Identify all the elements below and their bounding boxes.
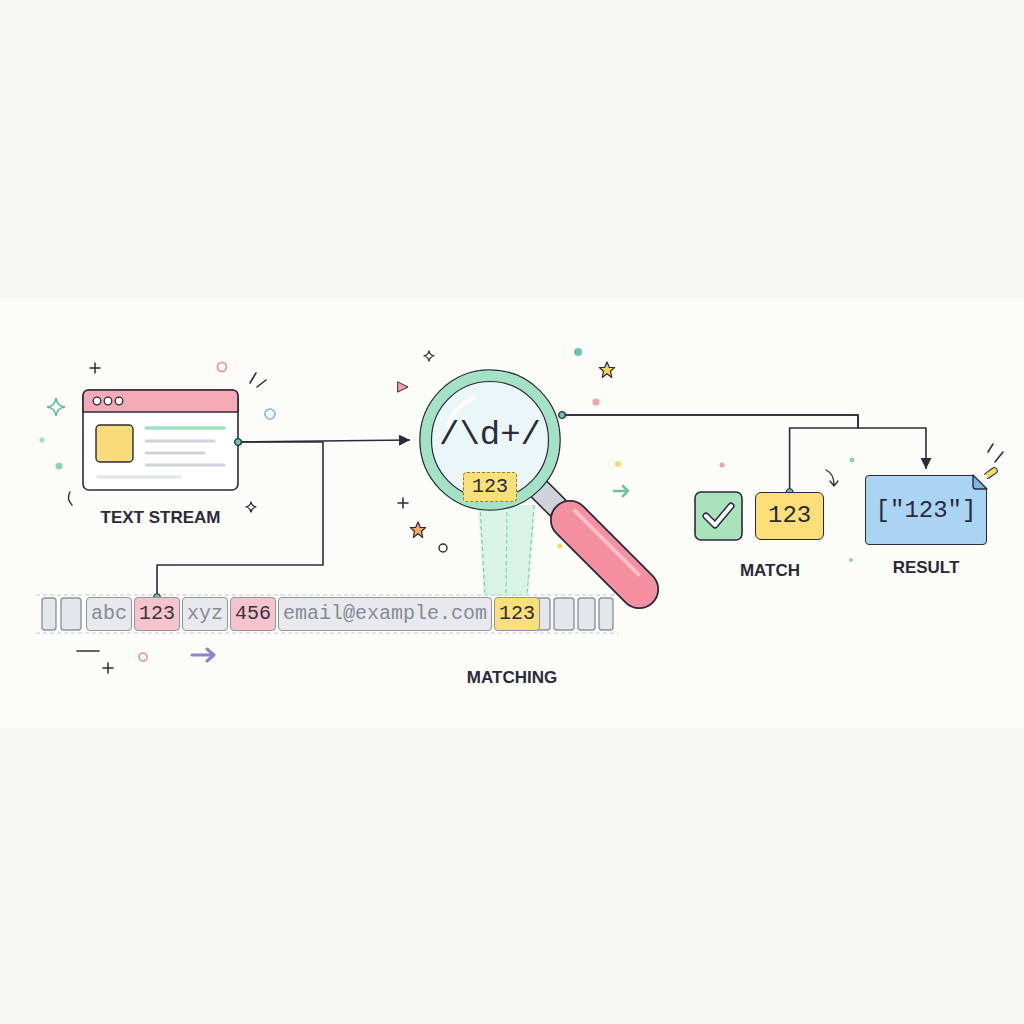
text-cell: abc: [86, 597, 132, 631]
image-block: [96, 425, 133, 462]
regex-lens: /\d+/ 123: [418, 368, 562, 512]
window-bar: [83, 390, 238, 412]
text-stream: TEXT STREAM: [83, 390, 238, 528]
node-text: /\d+/: [439, 418, 541, 452]
strip-edge: [36, 632, 618, 633]
connector: [562, 415, 858, 492]
plus-mark: [90, 363, 100, 373]
window-dot: [104, 397, 112, 405]
dot: [56, 463, 63, 470]
triangle-mark: [398, 382, 408, 392]
check-box: [695, 492, 742, 540]
dash-mark: [77, 650, 99, 652]
dot: [40, 438, 45, 443]
connector: [562, 415, 926, 469]
dot: [558, 544, 563, 549]
window-frame: [83, 390, 238, 490]
node-text: abc: [91, 602, 127, 626]
dot: [720, 463, 725, 468]
burst-mark: [988, 444, 1003, 462]
node-text: 123: [139, 602, 175, 626]
stage-label: MATCHING: [467, 668, 557, 688]
check-outline: [706, 506, 731, 525]
lens-glass: [432, 382, 549, 499]
sparkle: [246, 502, 257, 513]
decoration: [40, 348, 1004, 673]
check-icon: [695, 492, 742, 540]
result-doc: ["123"] RESULT: [865, 475, 987, 578]
node-text: email@example.com: [283, 602, 487, 626]
sparkle: [47, 398, 65, 416]
star: [599, 362, 614, 378]
empty-cell: [42, 598, 56, 630]
beam-edge: [527, 505, 534, 595]
dot: [850, 458, 855, 463]
node-text: 123: [499, 602, 535, 626]
node-text: TEXT STREAM: [101, 508, 221, 528]
node-text: xyz: [187, 602, 223, 626]
strip-edge: [36, 594, 618, 595]
node-text: 123: [472, 475, 508, 499]
burst-mark: [250, 373, 266, 387]
dot: [139, 653, 147, 661]
arrow-mark: [192, 649, 214, 661]
text-line: [98, 476, 180, 479]
dot: [615, 461, 621, 467]
empty-cell: [599, 598, 613, 630]
dot: [593, 399, 600, 406]
empty-cell: [61, 598, 81, 630]
arrow-mark: [826, 470, 838, 486]
beam: [478, 505, 536, 596]
beam-edge: [480, 505, 485, 595]
arc-mark: [68, 492, 72, 505]
number-cell: 123: [134, 597, 180, 631]
stage-label: MATCH: [740, 561, 800, 581]
text-line: [146, 440, 214, 443]
plus-mark: [103, 663, 113, 673]
arrow-mark: [614, 486, 628, 496]
plus-mark: [398, 498, 408, 508]
node-text: ["123"]: [865, 475, 987, 545]
window-dot: [93, 397, 101, 405]
handle-shine: [575, 511, 639, 575]
page-corner: [972, 474, 988, 490]
text-line: [146, 452, 204, 455]
handle-grip: [543, 493, 666, 616]
node-text: 456: [235, 602, 271, 626]
lens-ring: [426, 376, 554, 504]
dot: [849, 558, 853, 562]
corner-fold: [973, 475, 987, 489]
band: [0, 298, 1024, 728]
text-line: [146, 426, 224, 430]
window-dot: [115, 397, 123, 405]
lens-rim: [420, 370, 560, 510]
text-cell: email@example.com: [278, 597, 492, 631]
beam-edge: [506, 505, 507, 595]
scan-beam: [478, 505, 536, 596]
number-cell: 456: [230, 597, 276, 631]
text-strip: [36, 595, 618, 633]
sparkle: [424, 351, 435, 362]
text-line: [146, 464, 224, 467]
node-text: 123: [768, 502, 811, 530]
magnifier-handle: [523, 473, 666, 616]
node-text: RESULT: [893, 558, 960, 578]
lens-match: 123: [463, 472, 517, 502]
check-mark: [706, 506, 731, 525]
browser-icon: [83, 390, 238, 490]
matched-cell: 123: [494, 597, 540, 631]
empty-cell: [554, 598, 574, 630]
star: [410, 522, 425, 538]
text-cell: xyz: [182, 597, 228, 631]
empty-cell: [578, 598, 595, 630]
dot: [439, 544, 447, 552]
dot: [265, 409, 275, 419]
match-box: 123: [755, 492, 824, 540]
dot: [574, 348, 582, 356]
dot: [218, 363, 227, 372]
corner-cut: [972, 475, 987, 490]
